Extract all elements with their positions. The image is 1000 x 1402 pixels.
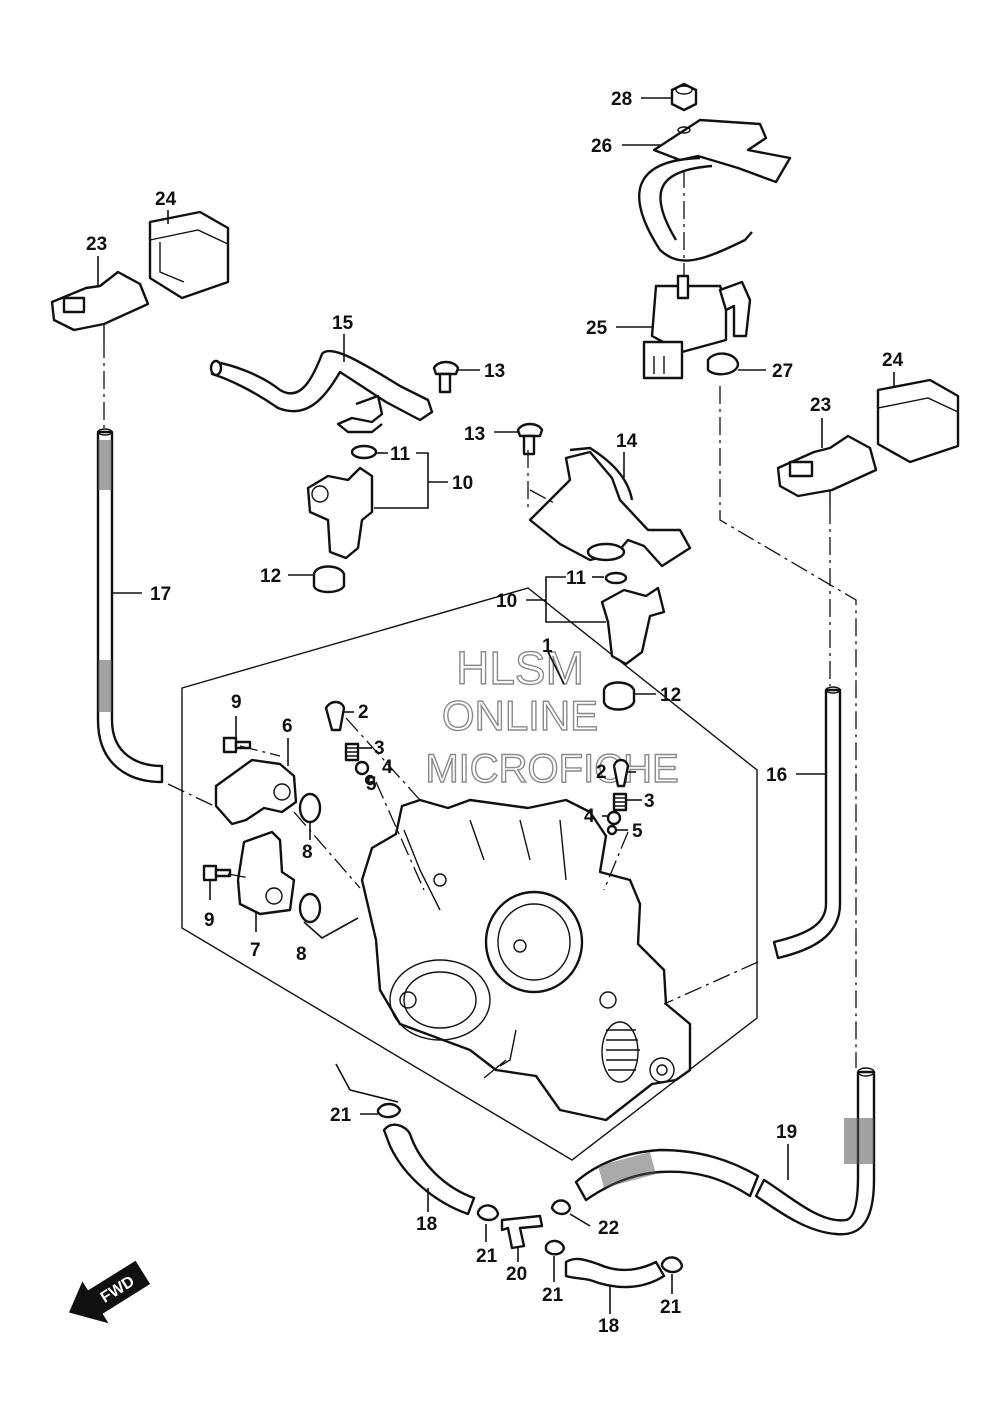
connection-lines — [103, 170, 857, 1068]
part-20-tee-fitting[interactable] — [500, 1214, 544, 1250]
callout-3-lower[interactable]: 3 — [644, 791, 655, 812]
fwd-arrow-icon — [68, 1260, 151, 1324]
callout-9-lower[interactable]: 9 — [204, 910, 215, 931]
part-4-washer-lower[interactable] — [606, 810, 622, 826]
callout-27[interactable]: 27 — [772, 361, 793, 382]
part-12-seal-upper[interactable] — [312, 565, 346, 594]
callout-6[interactable]: 6 — [282, 716, 293, 737]
part-8-oring-lower[interactable] — [298, 892, 322, 924]
watermark: HLSM ONLINE MICROFICHE — [425, 641, 680, 791]
callout-17[interactable]: 17 — [150, 584, 171, 605]
callout-2-upper[interactable]: 2 — [358, 702, 369, 723]
callout-5-upper[interactable]: 5 — [366, 774, 377, 795]
callout-13-upper[interactable]: 13 — [484, 361, 505, 382]
watermark-line1: HLSM — [456, 642, 584, 694]
callout-15[interactable]: 15 — [332, 313, 354, 334]
part-2-screw-upper[interactable] — [324, 700, 346, 732]
callout-1[interactable]: 1 — [542, 636, 553, 657]
callout-13-lower[interactable]: 13 — [464, 424, 485, 445]
callout-2-lower[interactable]: 2 — [596, 762, 607, 783]
part-25-solenoid-valve[interactable] — [642, 274, 752, 380]
callout-24-left[interactable]: 24 — [155, 189, 177, 210]
callout-3-upper[interactable]: 3 — [374, 738, 385, 759]
callout-20[interactable]: 20 — [506, 1264, 527, 1285]
callout-10-lower[interactable]: 10 — [496, 591, 517, 612]
callout-24-right[interactable]: 24 — [882, 350, 904, 371]
callout-21-a[interactable]: 21 — [330, 1105, 352, 1126]
callout-4-upper[interactable]: 4 — [382, 757, 393, 778]
part-19-hose-main[interactable] — [574, 1067, 876, 1236]
part-24-cover-left[interactable] — [148, 210, 230, 300]
part-18-hose-upper[interactable] — [382, 1123, 476, 1216]
callout-18-lower[interactable]: 18 — [598, 1316, 619, 1337]
callout-12-lower[interactable]: 12 — [660, 685, 681, 706]
callout-5-lower[interactable]: 5 — [632, 821, 643, 842]
part-3-spring-lower[interactable] — [612, 792, 628, 812]
part-23-sensor-left[interactable] — [50, 270, 150, 340]
callout-23-left[interactable]: 23 — [86, 234, 107, 255]
callout-19[interactable]: 19 — [776, 1122, 797, 1143]
callout-14[interactable]: 14 — [616, 431, 638, 452]
callout-21-d[interactable]: 21 — [660, 1297, 682, 1318]
part-24-cover-right[interactable] — [876, 378, 960, 464]
callout-8-lower[interactable]: 8 — [296, 944, 307, 965]
callout-11-lower[interactable]: 11 — [566, 568, 587, 589]
callout-10-upper[interactable]: 10 — [452, 473, 473, 494]
part-3-spring-upper[interactable] — [344, 742, 360, 762]
forward-direction-arrow: FWD — [68, 1260, 151, 1324]
part-21-clip-d[interactable] — [660, 1256, 684, 1274]
callout-21-b[interactable]: 21 — [476, 1246, 498, 1267]
callout-4-lower[interactable]: 4 — [584, 806, 595, 827]
callout-numbers: 28 26 25 27 24 23 24 23 15 13 13 14 11 1… — [86, 89, 904, 1337]
part-12-seal-lower[interactable] — [602, 681, 636, 711]
part-11-oring-upper[interactable] — [350, 444, 378, 460]
part-9-bolt-lower[interactable] — [202, 864, 232, 882]
part-10-injector-lower[interactable] — [600, 586, 666, 666]
watermark-line3: MICROFICHE — [425, 747, 678, 791]
part-23-sensor-right[interactable] — [776, 434, 878, 506]
leader-lines — [97, 97, 895, 1314]
part-21-clip-b[interactable] — [476, 1204, 500, 1222]
part-16-hose-right[interactable] — [772, 686, 842, 960]
part-11-oring-lower[interactable] — [604, 571, 628, 585]
part-7-sensor[interactable] — [236, 830, 296, 916]
callout-23-right[interactable]: 23 — [810, 395, 831, 416]
part-28-nut[interactable] — [670, 82, 698, 112]
callout-11-upper[interactable]: 11 — [390, 444, 411, 465]
part-18-hose-lower[interactable] — [564, 1257, 666, 1289]
callout-21-c[interactable]: 21 — [542, 1285, 564, 1306]
part-2-screw-lower[interactable] — [612, 758, 630, 788]
callout-8-upper[interactable]: 8 — [302, 842, 313, 863]
part-21-clip-c[interactable] — [544, 1239, 566, 1256]
part-17-hose-left[interactable] — [96, 428, 164, 784]
assembly-frame — [181, 587, 758, 1161]
part-15-fuel-rail[interactable] — [209, 349, 434, 434]
part-4-washer-upper[interactable] — [354, 760, 370, 776]
callout-7[interactable]: 7 — [250, 940, 261, 961]
callout-9-upper[interactable]: 9 — [231, 692, 242, 713]
watermark-line2: ONLINE — [442, 692, 598, 739]
callout-18-upper[interactable]: 18 — [416, 1214, 437, 1235]
part-22-clamp[interactable] — [550, 1199, 572, 1216]
part-6-throttle-sensor[interactable] — [214, 758, 298, 826]
part-14-intake-elbow[interactable] — [528, 446, 692, 568]
part-10-injector-upper[interactable] — [306, 466, 374, 560]
part-9-bolt-upper[interactable] — [222, 736, 252, 754]
part-5-oring-upper[interactable] — [364, 774, 376, 786]
part-5-oring-lower[interactable] — [606, 824, 618, 836]
callout-16[interactable]: 16 — [766, 765, 787, 786]
part-8-oring-upper[interactable] — [298, 792, 322, 824]
callout-12-upper[interactable]: 12 — [260, 566, 281, 587]
part-13-bolt-lower[interactable] — [516, 422, 544, 456]
part-13-bolt-upper[interactable] — [432, 360, 460, 394]
callout-28[interactable]: 28 — [611, 89, 632, 110]
part-27-clip[interactable] — [706, 352, 740, 376]
part-26-bracket[interactable] — [638, 118, 792, 262]
part-1-throttle-body[interactable] — [360, 798, 692, 1122]
part-21-clip-a[interactable] — [376, 1102, 402, 1119]
callout-26[interactable]: 26 — [591, 136, 612, 157]
callout-25[interactable]: 25 — [586, 318, 608, 339]
callout-22[interactable]: 22 — [598, 1218, 619, 1239]
